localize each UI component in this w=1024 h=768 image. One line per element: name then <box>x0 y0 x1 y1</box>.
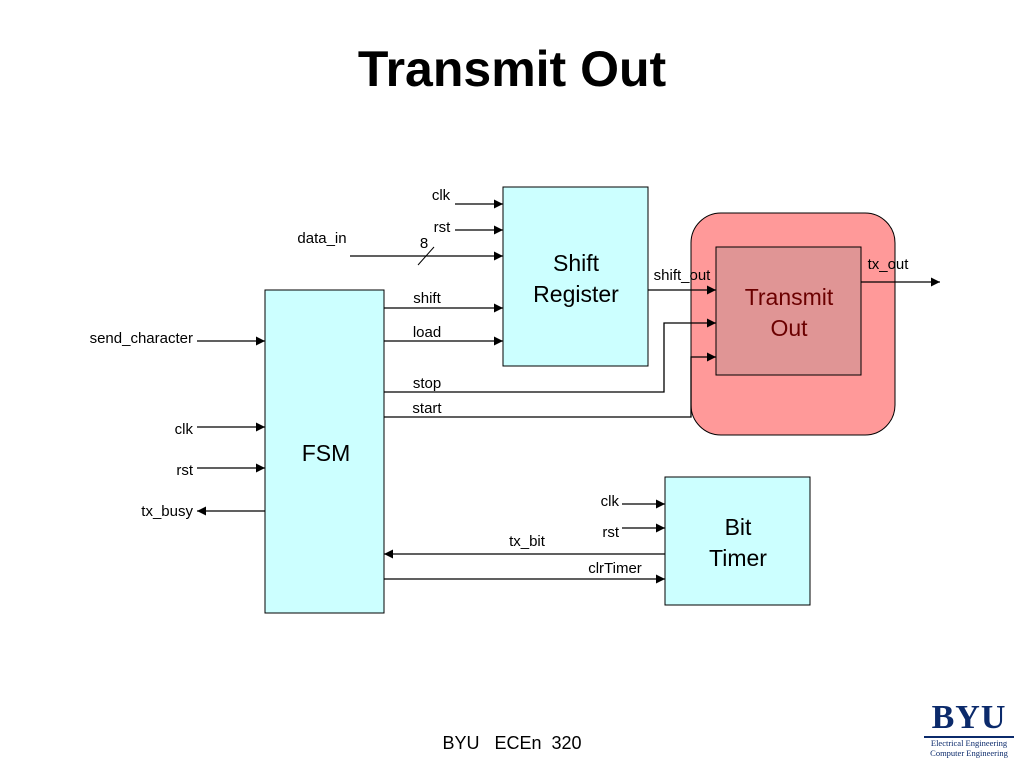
transmit-out-label-line1: Transmit <box>745 284 834 310</box>
byu-logo-rule <box>924 736 1014 738</box>
start-wire <box>384 352 716 418</box>
shift-register-block <box>502 186 649 367</box>
fsm-block <box>264 289 385 614</box>
slide-footer: BYU ECEn 320 <box>442 733 582 753</box>
bt-rst-label: rst <box>602 524 619 541</box>
sr-clk-label: clk <box>432 187 451 204</box>
fsm-label: FSM <box>302 440 351 466</box>
byu-logo-wordmark: BYU <box>931 699 1007 736</box>
stop-wire <box>384 318 716 393</box>
tx-out-label: tx_out <box>868 256 910 273</box>
slide-title: Transmit Out <box>357 41 667 97</box>
shift-label: shift <box>413 290 441 307</box>
byu-logo: BYU Electrical Engineering Computer Engi… <box>922 700 1016 760</box>
bit-timer-label-line1: Bit <box>725 514 752 540</box>
tx-bit-label: tx_bit <box>509 533 546 550</box>
bit-timer-label-line2: Timer <box>709 545 767 571</box>
bus-width-slash <box>417 246 435 266</box>
send-character-label: send_character <box>90 330 193 347</box>
bt-clk-label: clk <box>601 493 620 510</box>
data-in-label: data_in <box>297 230 346 247</box>
start-label: start <box>412 400 442 417</box>
transmit-out-label-line2: Out <box>770 315 808 341</box>
bit-timer-block <box>664 476 811 606</box>
transmit-out-block <box>715 246 862 376</box>
bus-width-label: 8 <box>420 235 428 252</box>
clr-timer-label: clrTimer <box>588 560 642 577</box>
fsm-rst-label: rst <box>176 462 193 479</box>
fsm-clk-label: clk <box>175 421 194 438</box>
shift-register-label-line2: Register <box>533 281 619 307</box>
stop-label: stop <box>413 375 441 392</box>
byu-logo-line2: Computer Engineering <box>930 748 1008 758</box>
byu-logo-line1: Electrical Engineering <box>930 738 1008 748</box>
shift-out-label: shift_out <box>654 267 712 284</box>
shift-register-label-line1: Shift <box>553 250 600 276</box>
load-label: load <box>413 324 441 341</box>
sr-rst-label: rst <box>434 219 451 236</box>
tx-busy-label: tx_busy <box>141 503 193 520</box>
